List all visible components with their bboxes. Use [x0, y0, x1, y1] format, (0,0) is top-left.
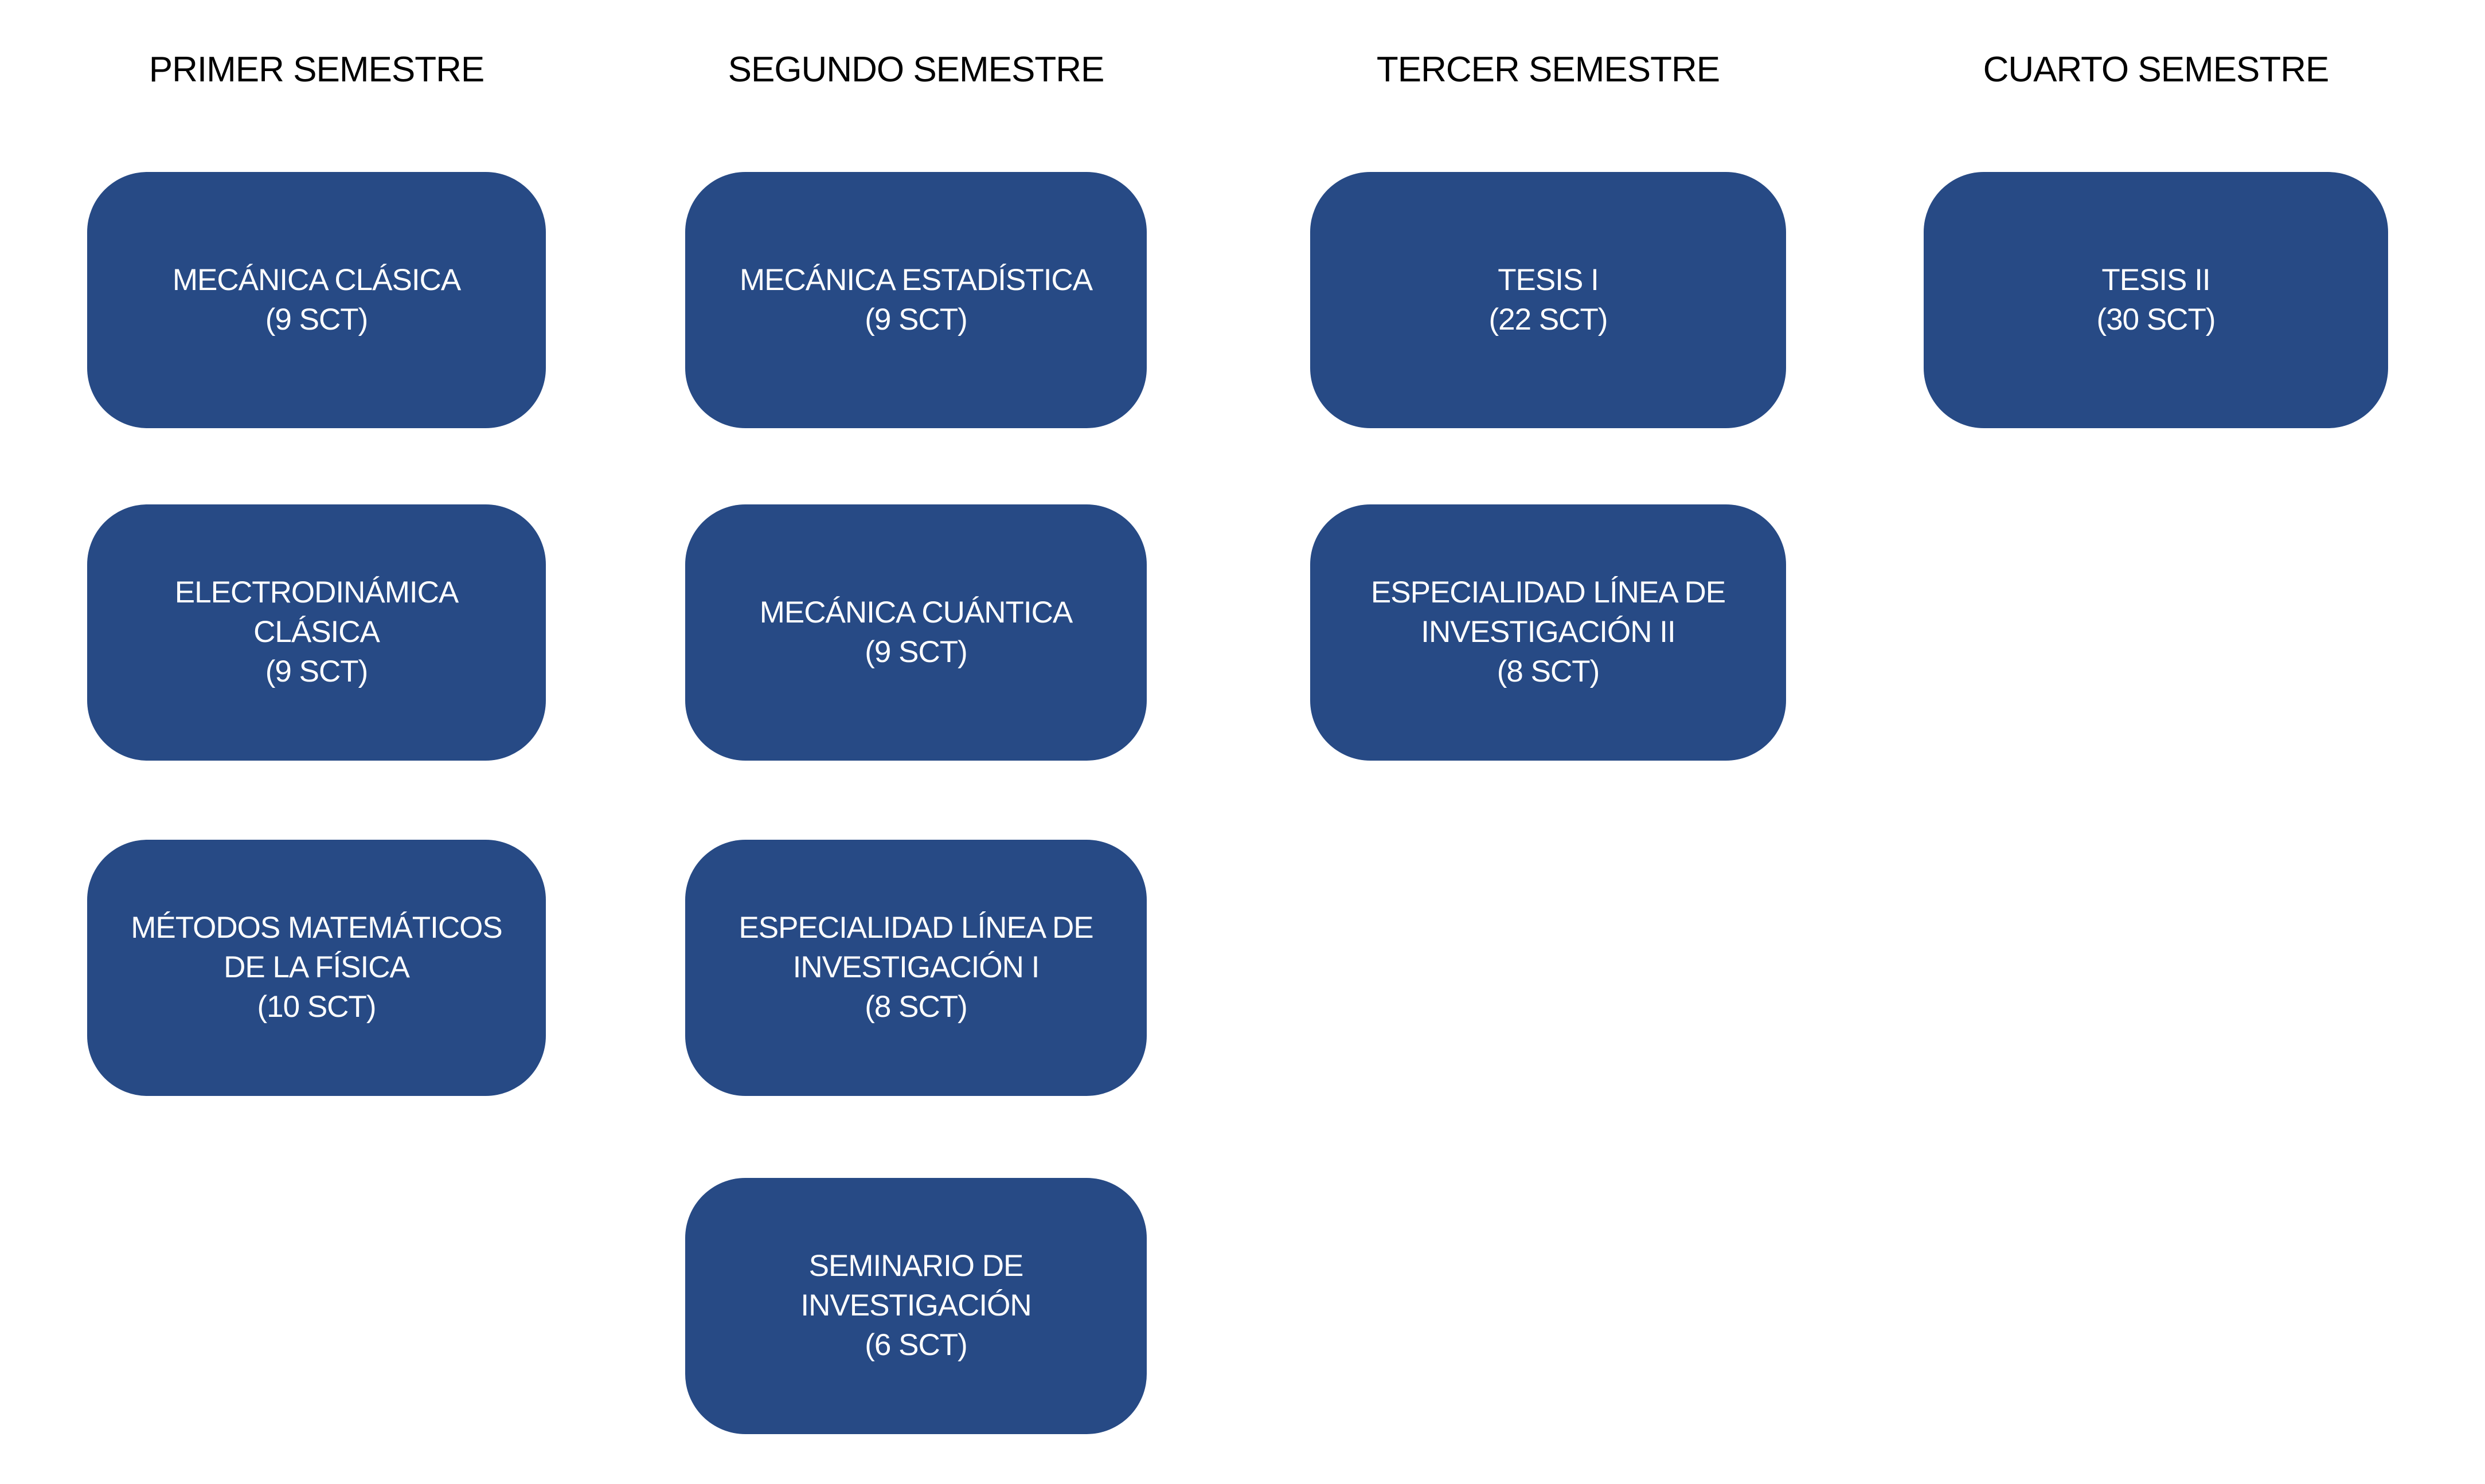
- course-title-line: INVESTIGACIÓN I: [792, 950, 1040, 985]
- column-header-primer-semestre: PRIMER SEMESTRE: [149, 50, 485, 89]
- course-title-line: ESPECIALIDAD LÍNEA DE: [1370, 575, 1726, 610]
- course-box-especialidad-linea-investigacion-2: ESPECIALIDAD LÍNEA DE INVESTIGACIÓN II (…: [1310, 504, 1786, 761]
- course-title-line: INVESTIGACIÓN II: [1421, 615, 1675, 649]
- course-box-tesis-2: TESIS II (30 SCT): [1924, 172, 2388, 428]
- course-box-tesis-1: TESIS I (22 SCT): [1310, 172, 1786, 428]
- course-credits: (30 SCT): [2096, 302, 2216, 336]
- course-credits: (9 SCT): [865, 302, 967, 336]
- course-credits: (9 SCT): [265, 302, 368, 336]
- course-credits: (10 SCT): [257, 989, 377, 1024]
- course-box-seminario-investigacion: SEMINARIO DE INVESTIGACIÓN (6 SCT): [685, 1178, 1147, 1434]
- course-title-line: MECÁNICA CUÁNTICA: [759, 595, 1073, 629]
- column-header-cuarto-semestre: CUARTO SEMESTRE: [1983, 50, 2330, 89]
- course-credits: (6 SCT): [865, 1328, 967, 1362]
- course-title-line: MECÁNICA ESTADÍSTICA: [739, 263, 1093, 297]
- course-title-line: TESIS I: [1498, 263, 1599, 297]
- course-credits: (9 SCT): [865, 635, 967, 669]
- course-box-mecanica-cuantica: MECÁNICA CUÁNTICA (9 SCT): [685, 504, 1147, 761]
- column-header-tercer-semestre: TERCER SEMESTRE: [1376, 50, 1720, 89]
- course-box-mecanica-clasica: MECÁNICA CLÁSICA (9 SCT): [87, 172, 546, 428]
- course-credits: (9 SCT): [265, 654, 368, 688]
- course-title-line: ELECTRODINÁMICA: [174, 575, 459, 610]
- column-header-segundo-semestre: SEGUNDO SEMESTRE: [728, 50, 1105, 89]
- course-box-especialidad-linea-investigacion-1: ESPECIALIDAD LÍNEA DE INVESTIGACIÓN I (8…: [685, 840, 1147, 1096]
- course-title-line: CLÁSICA: [253, 615, 380, 649]
- course-title-line: ESPECIALIDAD LÍNEA DE: [739, 911, 1093, 945]
- course-box-mecanica-estadistica: MECÁNICA ESTADÍSTICA (9 SCT): [685, 172, 1147, 428]
- course-title-line: TESIS II: [2101, 263, 2210, 297]
- course-title-line: INVESTIGACIÓN: [800, 1289, 1031, 1323]
- course-credits: (8 SCT): [1497, 654, 1600, 688]
- course-credits: (8 SCT): [865, 989, 967, 1024]
- course-title-line: MÉTODOS MATEMÁTICOS: [131, 911, 502, 945]
- course-credits: (22 SCT): [1488, 302, 1608, 336]
- course-box-metodos-matematicos: MÉTODOS MATEMÁTICOS DE LA FÍSICA (10 SCT…: [87, 840, 546, 1096]
- course-title-line: SEMINARIO DE: [808, 1249, 1024, 1283]
- course-title-line: MECÁNICA CLÁSICA: [172, 263, 461, 297]
- course-box-electrodinamica-clasica: ELECTRODINÁMICA CLÁSICA (9 SCT): [87, 504, 546, 761]
- course-title-line: DE LA FÍSICA: [224, 950, 410, 985]
